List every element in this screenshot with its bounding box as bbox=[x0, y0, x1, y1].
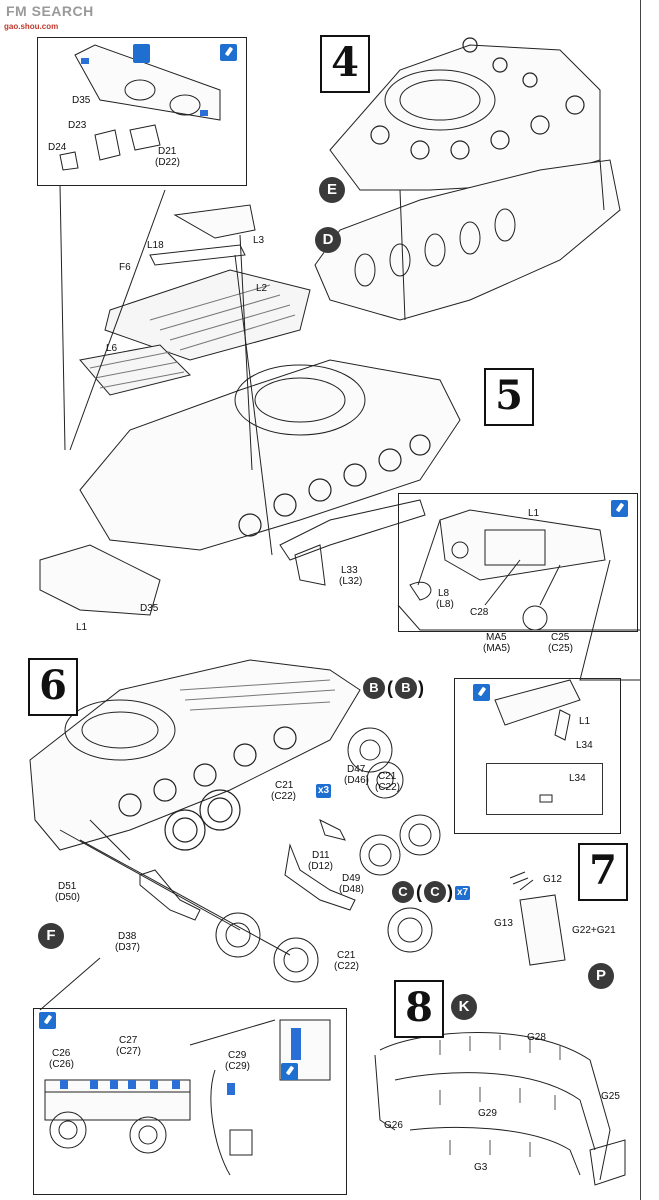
part-label-d22: (D22) bbox=[155, 157, 181, 168]
part-label-g29: G29 bbox=[478, 1108, 497, 1119]
ref-circle-k: K bbox=[451, 994, 477, 1020]
part-label-c21-a: C21 bbox=[275, 780, 294, 791]
part-label-l2: L2 bbox=[256, 283, 268, 294]
step-6-number: 6 bbox=[28, 658, 78, 716]
ref-paren-c-close: ) bbox=[447, 882, 453, 902]
part-label-g22-g21: G22+G21 bbox=[572, 925, 616, 936]
part-label-c25: C25 bbox=[551, 632, 570, 643]
part-label-g26: G26 bbox=[384, 1120, 403, 1131]
part-label-c21-c: C21 bbox=[337, 950, 356, 961]
watermark-url: gao.shou.com bbox=[4, 22, 59, 31]
part-label-d21: D21 bbox=[158, 146, 177, 157]
part-label-d47: D47 bbox=[347, 764, 366, 775]
ref-circle-b: B bbox=[363, 677, 385, 699]
part-label-c28: C28 bbox=[470, 607, 489, 618]
part-label-l1-step5: L1 bbox=[76, 622, 88, 633]
part-label-g28: G28 bbox=[527, 1032, 546, 1043]
quantity-badge-x3: x3 bbox=[316, 784, 332, 798]
paint-icon-inset-step6 bbox=[39, 1012, 56, 1029]
part-label-d37: (D37) bbox=[115, 942, 141, 953]
part-label-d35-top: D35 bbox=[72, 95, 91, 106]
part-label-g13: G13 bbox=[494, 918, 513, 929]
part-label-d11: D11 bbox=[312, 850, 330, 861]
part-label-l1-inset5b: L1 bbox=[579, 716, 591, 727]
part-label-c27: C27 bbox=[119, 1035, 138, 1046]
part-label-l33: L33 bbox=[341, 565, 358, 576]
ref-paren-b-close: ) bbox=[418, 678, 424, 698]
blue-part-icon-top-inset bbox=[133, 44, 150, 63]
part-label-d23: D23 bbox=[68, 120, 87, 131]
part-label-ma5: MA5 bbox=[486, 632, 507, 643]
page-border-right bbox=[640, 0, 641, 1200]
part-label-f6: F6 bbox=[119, 262, 131, 273]
step-5-number: 5 bbox=[484, 368, 534, 426]
ref-paren-c-open: ( bbox=[416, 882, 422, 902]
inset-frame-step5b bbox=[454, 678, 621, 834]
ref-circle-c-alt: C bbox=[424, 881, 446, 903]
ref-paren-b-open: ( bbox=[387, 678, 393, 698]
paint-icon-inset-step5b bbox=[473, 684, 490, 701]
paint-icon-top-inset bbox=[220, 44, 237, 61]
ref-circle-p: P bbox=[588, 963, 614, 989]
part-label-g12: G12 bbox=[543, 874, 562, 885]
part-label-c22-c: (C22) bbox=[334, 961, 360, 972]
ref-circle-f: F bbox=[38, 923, 64, 949]
inset-frame-top bbox=[37, 37, 247, 186]
part-label-l34-b: L34 bbox=[569, 773, 586, 784]
step-7-number: 7 bbox=[578, 843, 628, 901]
paint-icon-inset-step5 bbox=[611, 500, 628, 517]
part-label-c29: C29 bbox=[228, 1050, 247, 1061]
part-label-g25: G25 bbox=[601, 1091, 620, 1102]
inset-frame-step6 bbox=[33, 1008, 347, 1195]
inset5b-detail-box bbox=[486, 763, 603, 815]
part-label-d35-step5: D35 bbox=[140, 603, 159, 614]
ref-circle-c: C bbox=[392, 881, 414, 903]
part-label-l32: (L32) bbox=[339, 576, 363, 587]
part-label-l18: L18 bbox=[147, 240, 164, 251]
part-label-c26-alt: (C26) bbox=[49, 1059, 75, 1070]
part-label-d48: (D48) bbox=[339, 884, 365, 895]
quantity-badge-x7: x7 bbox=[455, 886, 471, 900]
part-label-d50: (D50) bbox=[55, 892, 81, 903]
part-label-c27-alt: (C27) bbox=[116, 1046, 142, 1057]
paint-icon-inset-step6-right bbox=[281, 1063, 298, 1080]
part-label-c29-alt: (C29) bbox=[225, 1061, 251, 1072]
ref-circle-b-alt: B bbox=[395, 677, 417, 699]
part-label-g3: G3 bbox=[474, 1162, 488, 1173]
part-label-l8-alt: (L8) bbox=[436, 599, 454, 610]
part-label-d46: (D46) bbox=[344, 775, 370, 786]
part-label-l34-a: L34 bbox=[576, 740, 593, 751]
part-label-l1-inset5: L1 bbox=[528, 508, 540, 519]
part-label-l3: L3 bbox=[253, 235, 265, 246]
part-label-c26: C26 bbox=[52, 1048, 71, 1059]
part-label-l6: L6 bbox=[106, 343, 118, 354]
part-label-d49: D49 bbox=[342, 873, 361, 884]
ref-circle-d: D bbox=[315, 227, 341, 253]
part-label-d38: D38 bbox=[118, 931, 137, 942]
part-label-ma5-alt: (MA5) bbox=[483, 643, 511, 654]
ref-circle-e: E bbox=[319, 177, 345, 203]
part-label-c25-alt: (C25) bbox=[548, 643, 574, 654]
step-4-number: 4 bbox=[320, 35, 370, 93]
part-label-c22-b: (C22) bbox=[375, 782, 401, 793]
inset-frame-step5 bbox=[398, 493, 638, 632]
part-label-d24: D24 bbox=[48, 142, 67, 153]
part-label-d12: (D12) bbox=[308, 861, 334, 872]
step-8-number: 8 bbox=[394, 980, 444, 1038]
watermark-text: FM SEARCH bbox=[6, 3, 94, 19]
part-label-l8: L8 bbox=[438, 588, 450, 599]
part-label-c22-a: (C22) bbox=[271, 791, 297, 802]
part-label-c21-b: C21 bbox=[378, 771, 397, 782]
part-label-d51: D51 bbox=[58, 881, 77, 892]
